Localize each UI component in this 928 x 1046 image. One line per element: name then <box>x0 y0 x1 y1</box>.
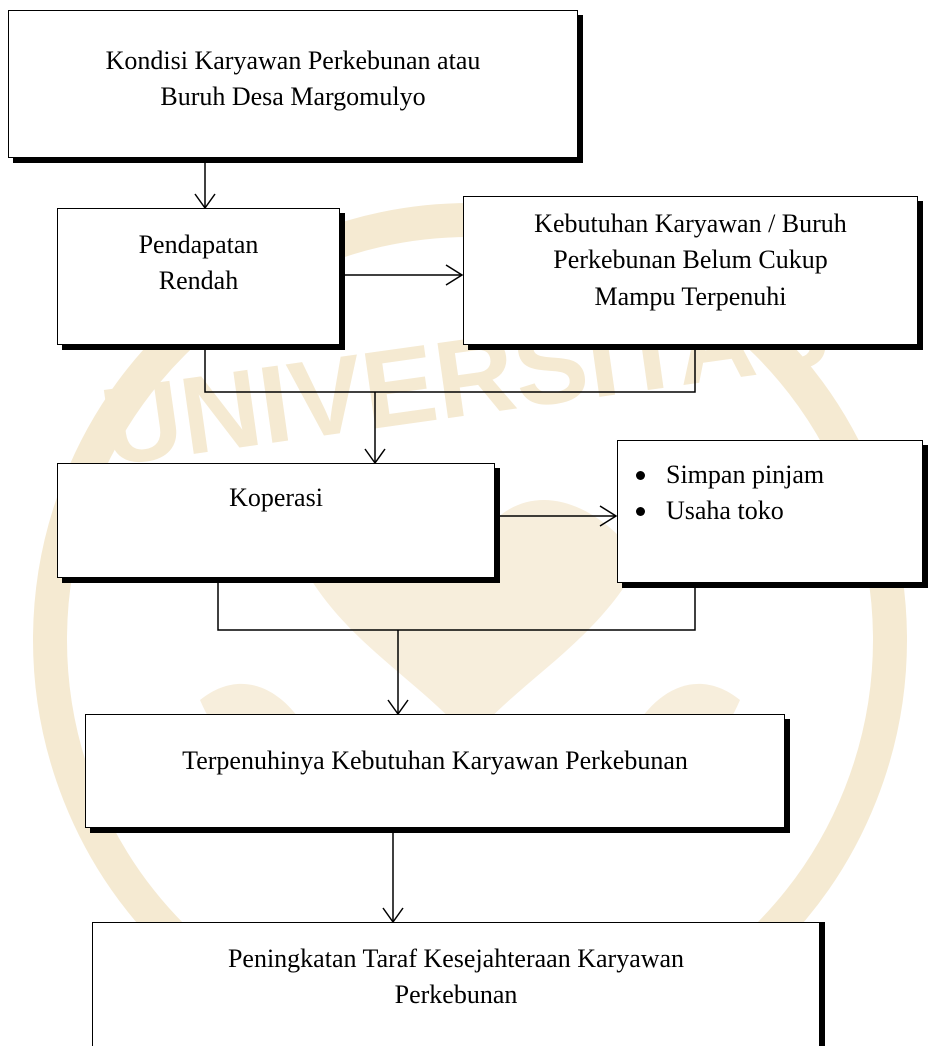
usaha-item-simpan-pinjam: Simpan pinjam <box>628 457 922 493</box>
node-terpenuhi-label: Terpenuhinya Kebutuhan Karyawan Perkebun… <box>182 746 688 775</box>
node-peningkatan-line1: Peningkatan Taraf Kesejahteraan Karyawan <box>227 944 685 973</box>
node-kondisi-line1: Kondisi Karyawan Perkebunan atau <box>105 46 481 75</box>
node-koperasi: Koperasi <box>57 463 495 578</box>
usaha-list: Simpan pinjam Usaha toko <box>628 457 922 530</box>
node-koperasi-label: Koperasi <box>229 483 323 512</box>
node-kondisi: Kondisi Karyawan Perkebunan atau Buruh D… <box>8 10 578 158</box>
node-peningkatan: Peningkatan Taraf Kesejahteraan Karyawan… <box>92 922 820 1046</box>
node-pendapatan-line1: Pendapatan <box>138 230 259 259</box>
merge-bracket-bottom <box>217 578 696 631</box>
node-peningkatan-line2: Perkebunan <box>394 980 518 1010</box>
node-kebutuhan-line2: Perkebunan Belum Cukup <box>553 245 828 275</box>
node-pendapatan: Pendapatan Rendah <box>57 208 340 345</box>
node-usaha: Simpan pinjam Usaha toko <box>617 440 923 583</box>
node-terpenuhi: Terpenuhinya Kebutuhan Karyawan Perkebun… <box>85 714 785 828</box>
merge-bracket-top <box>204 345 696 393</box>
usaha-item-usaha-toko: Usaha toko <box>628 493 922 529</box>
node-kondisi-line2: Buruh Desa Margomulyo <box>160 82 426 112</box>
node-kebutuhan-line1: Kebutuhan Karyawan / Buruh <box>534 209 847 238</box>
node-kebutuhan-line3: Mampu Terpenuhi <box>594 281 787 311</box>
node-pendapatan-line2: Rendah <box>158 266 239 296</box>
node-kebutuhan: Kebutuhan Karyawan / Buruh Perkebunan Be… <box>463 196 918 345</box>
